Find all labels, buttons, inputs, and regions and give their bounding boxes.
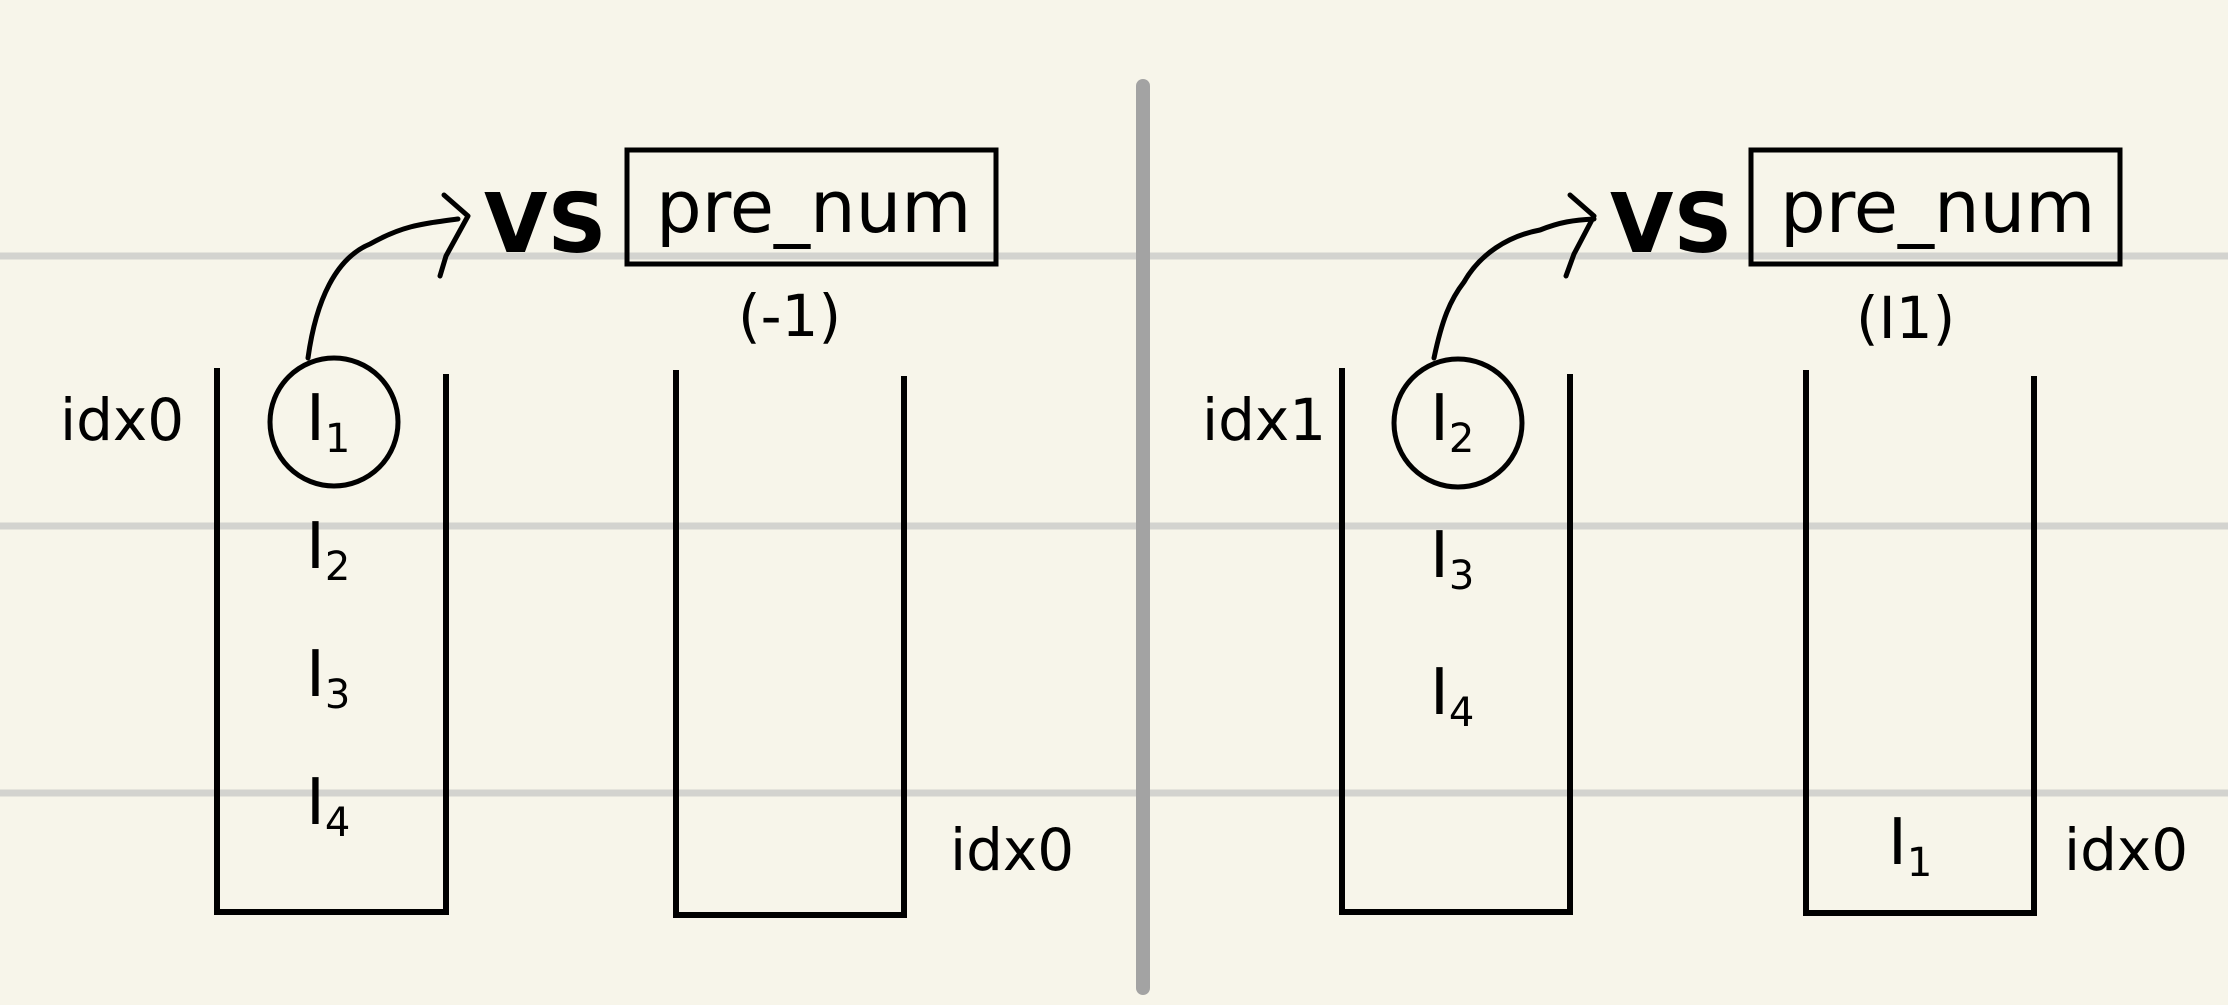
right-vs-label: VS xyxy=(1610,177,1733,272)
right-stack-items: I1 xyxy=(1888,806,1932,886)
left-stack-idx-label: idx0 xyxy=(950,816,1074,884)
left-input-container xyxy=(214,368,449,915)
left-vs-label: VS xyxy=(484,177,607,272)
left-input-idx-label: idx0 xyxy=(60,386,184,454)
right-stack-item: I1 xyxy=(1888,806,1932,886)
left-input-item: I3 xyxy=(306,638,350,718)
left-stack-container xyxy=(673,370,907,918)
left-input-item: I4 xyxy=(306,766,350,846)
right-input-container xyxy=(1339,368,1573,915)
left-compare-arrowhead xyxy=(437,192,471,279)
right-stack-idx-label: idx0 xyxy=(2064,816,2188,884)
right-pre-num-value: (I1) xyxy=(1856,284,1955,352)
right-input-item: I2 xyxy=(1430,382,1474,462)
right-input-item: I3 xyxy=(1430,519,1474,599)
left-input-item: I1 xyxy=(306,382,350,462)
right-compare-arrow xyxy=(1431,216,1597,361)
right-current-circle xyxy=(1391,356,1525,490)
left-compare-arrow xyxy=(305,216,461,361)
right-pre-num-label: pre_num xyxy=(1780,165,2095,249)
left-input-item: I2 xyxy=(306,510,350,590)
left-pre-num-value: (-1) xyxy=(738,282,841,350)
left-pre-num-box xyxy=(624,147,999,267)
left-current-circle xyxy=(267,355,401,489)
right-input-item: I4 xyxy=(1430,656,1474,736)
right-input-idx-label: idx1 xyxy=(1202,386,1326,454)
right-stack-container xyxy=(1803,370,2037,916)
right-compare-arrowhead xyxy=(1563,192,1597,279)
right-pre-num-box xyxy=(1748,147,2123,267)
left-pre-num-label: pre_num xyxy=(656,165,971,249)
